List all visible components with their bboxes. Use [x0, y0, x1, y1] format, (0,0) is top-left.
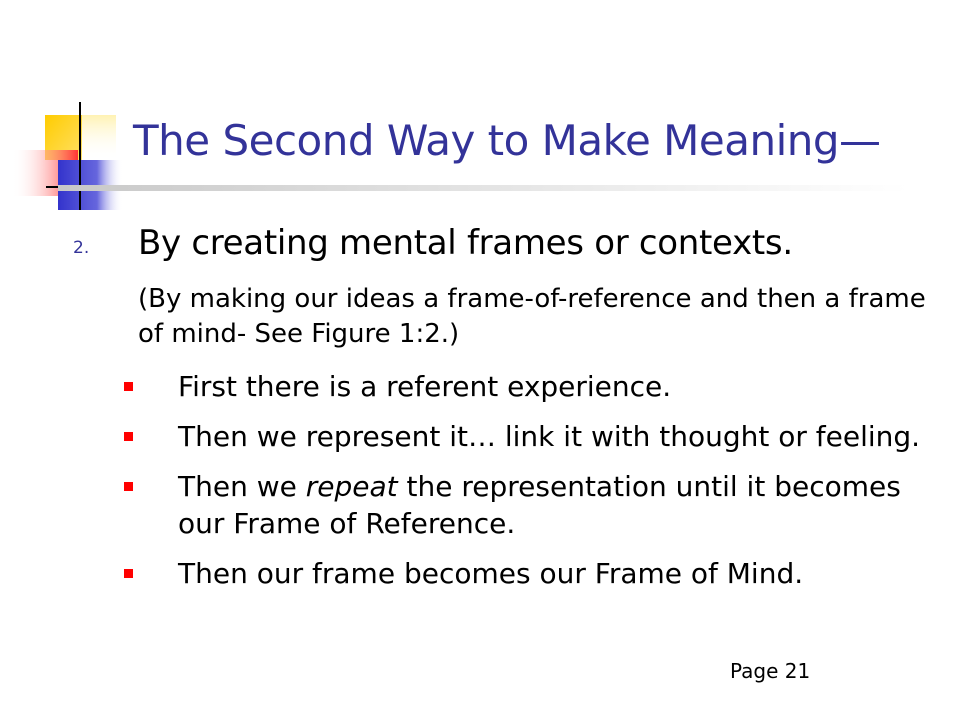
- bullet-text: Then our frame becomes our Frame of Mind…: [178, 557, 804, 590]
- page-number: Page 21: [730, 659, 811, 683]
- bullet-item: Then our frame becomes our Frame of Mind…: [124, 555, 924, 592]
- sub-note-text: (By making our ideas a frame-of-referenc…: [138, 284, 926, 349]
- decorative-squares-logo: [12, 102, 140, 210]
- main-point-text: By creating mental frames or contexts.: [138, 223, 793, 263]
- bullet-text: Then we represent it… link it with thoug…: [178, 420, 921, 453]
- list-item-number: 2.: [73, 238, 90, 258]
- slide-title: The Second Way to Make Meaning—: [133, 116, 881, 165]
- bullet-emphasis: repeat: [305, 470, 398, 503]
- bullet-item: Then we repeat the representation until …: [124, 468, 924, 542]
- square-bullet-icon: [124, 482, 133, 491]
- bullet-text-start: Then we: [178, 470, 306, 503]
- square-bullet-icon: [124, 569, 133, 578]
- bullet-text: First there is a referent experience.: [178, 370, 672, 403]
- square-bullet-icon: [124, 382, 133, 391]
- bullet-item: Then we represent it… link it with thoug…: [124, 418, 924, 455]
- title-underline: [58, 185, 908, 191]
- bullet-item: First there is a referent experience.: [124, 368, 924, 405]
- deco-pale-square: [82, 115, 116, 160]
- square-bullet-icon: [124, 432, 133, 441]
- bullet-list: First there is a referent experience. Th…: [124, 368, 924, 605]
- bullet-text-end: the representation until it becomes our …: [178, 470, 901, 540]
